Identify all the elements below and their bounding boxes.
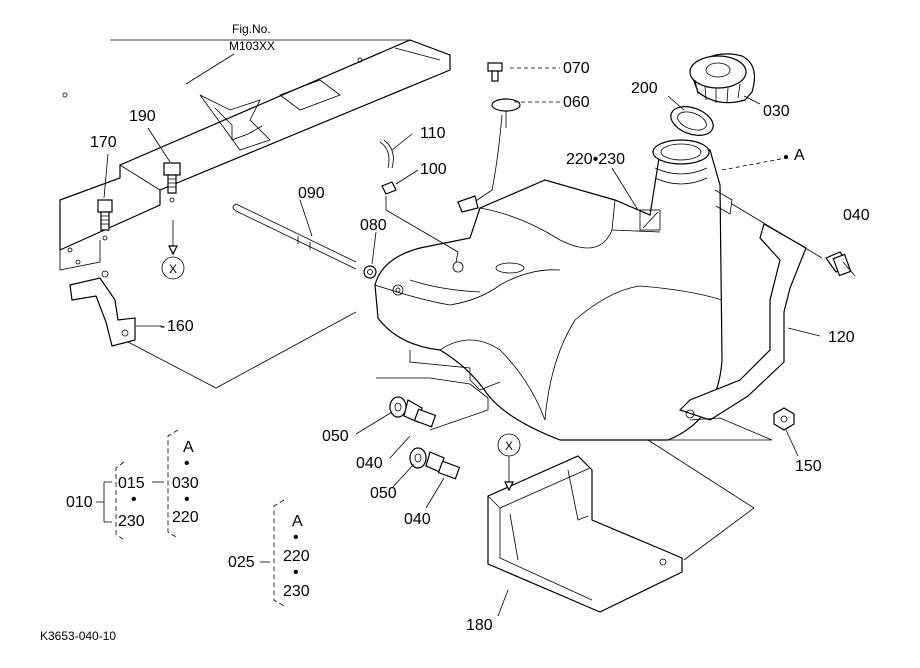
callout-120: 120	[828, 329, 855, 346]
fuel-tank	[374, 149, 733, 441]
legend-025: 025 A • 220 • 230	[228, 499, 310, 607]
callout-170: 170	[90, 134, 117, 151]
marker-x-left-label: X	[169, 262, 177, 276]
legend-010-parent: 010	[66, 494, 93, 511]
hose-110	[379, 139, 394, 169]
bolt-170	[97, 199, 113, 241]
callout-050-a: 050	[322, 428, 349, 445]
washer-050-b	[409, 447, 427, 469]
callout-090: 090	[298, 185, 325, 202]
legend-010: 010 015 • 230 A • 030 • 220	[66, 429, 199, 541]
fig-no-label: Fig.No.	[232, 22, 271, 36]
callout-190: 190	[129, 108, 156, 125]
callout-160: 160	[167, 318, 194, 335]
legend-025-dot2: •	[293, 564, 299, 581]
legend-010-child-top: 015	[118, 475, 145, 492]
bolt-040-b	[425, 451, 461, 480]
legend-010-child-bottom: 230	[118, 513, 145, 530]
drawing-id: K3653-040-10	[40, 629, 116, 643]
callout-080: 080	[360, 217, 387, 234]
callout-100: 100	[420, 161, 447, 178]
pipe-090	[232, 203, 357, 270]
callout-a: A	[794, 147, 805, 164]
legend-025-item3: 230	[283, 583, 310, 600]
legend-010-sub-mid: 030	[172, 475, 199, 492]
callout-040-right: 040	[843, 207, 870, 224]
callout-110: 110	[420, 125, 446, 142]
legend-025-dot1: •	[293, 529, 299, 546]
callout-060: 060	[563, 94, 590, 111]
fuel-sender-060	[457, 98, 521, 213]
legend-025-parent: 025	[228, 554, 255, 571]
nut-150	[773, 407, 795, 431]
cap-030	[689, 53, 755, 104]
leader-lines	[103, 53, 823, 617]
callout-040-b: 040	[404, 511, 431, 528]
chassis-frame	[59, 39, 451, 271]
callout-220-230: 220•230	[566, 151, 625, 168]
callout-200: 200	[631, 80, 658, 97]
legend-010-sub-top: A	[183, 439, 194, 456]
screw-070	[487, 62, 503, 82]
gasket-200	[670, 106, 714, 136]
legend-010-dot: •	[131, 491, 137, 508]
legend-025-item1: A	[292, 513, 303, 530]
callout-180: 180	[466, 617, 493, 634]
callout-160-dash: -	[160, 318, 165, 335]
callout-030: 030	[763, 103, 790, 120]
callout-150: 150	[795, 458, 822, 475]
callout-040-a: 040	[356, 455, 383, 472]
legend-010-sub-dot1: •	[184, 455, 190, 472]
callout-070: 070	[563, 60, 590, 77]
fig-no-value: M103XX	[229, 39, 275, 53]
callout-050-b: 050	[370, 485, 397, 502]
arrow-x-left	[168, 245, 178, 256]
bolt-190	[163, 162, 181, 203]
strap-120	[678, 223, 807, 421]
washer-050-a	[389, 396, 407, 418]
bolt-040-right	[825, 251, 856, 277]
filler-neck	[652, 139, 710, 185]
clip-100	[381, 181, 397, 195]
marker-x-right-label: X	[505, 439, 513, 453]
support-180	[487, 455, 683, 613]
legend-025-item2: 220	[283, 548, 310, 565]
bracket-160	[69, 270, 136, 347]
bolt-040-a	[403, 399, 437, 428]
marker-x-left-circle	[161, 256, 185, 280]
legend-010-sub-dot2: •	[184, 491, 190, 508]
grommet-080	[363, 265, 377, 279]
legend-010-sub-bottom: 220	[172, 509, 199, 526]
